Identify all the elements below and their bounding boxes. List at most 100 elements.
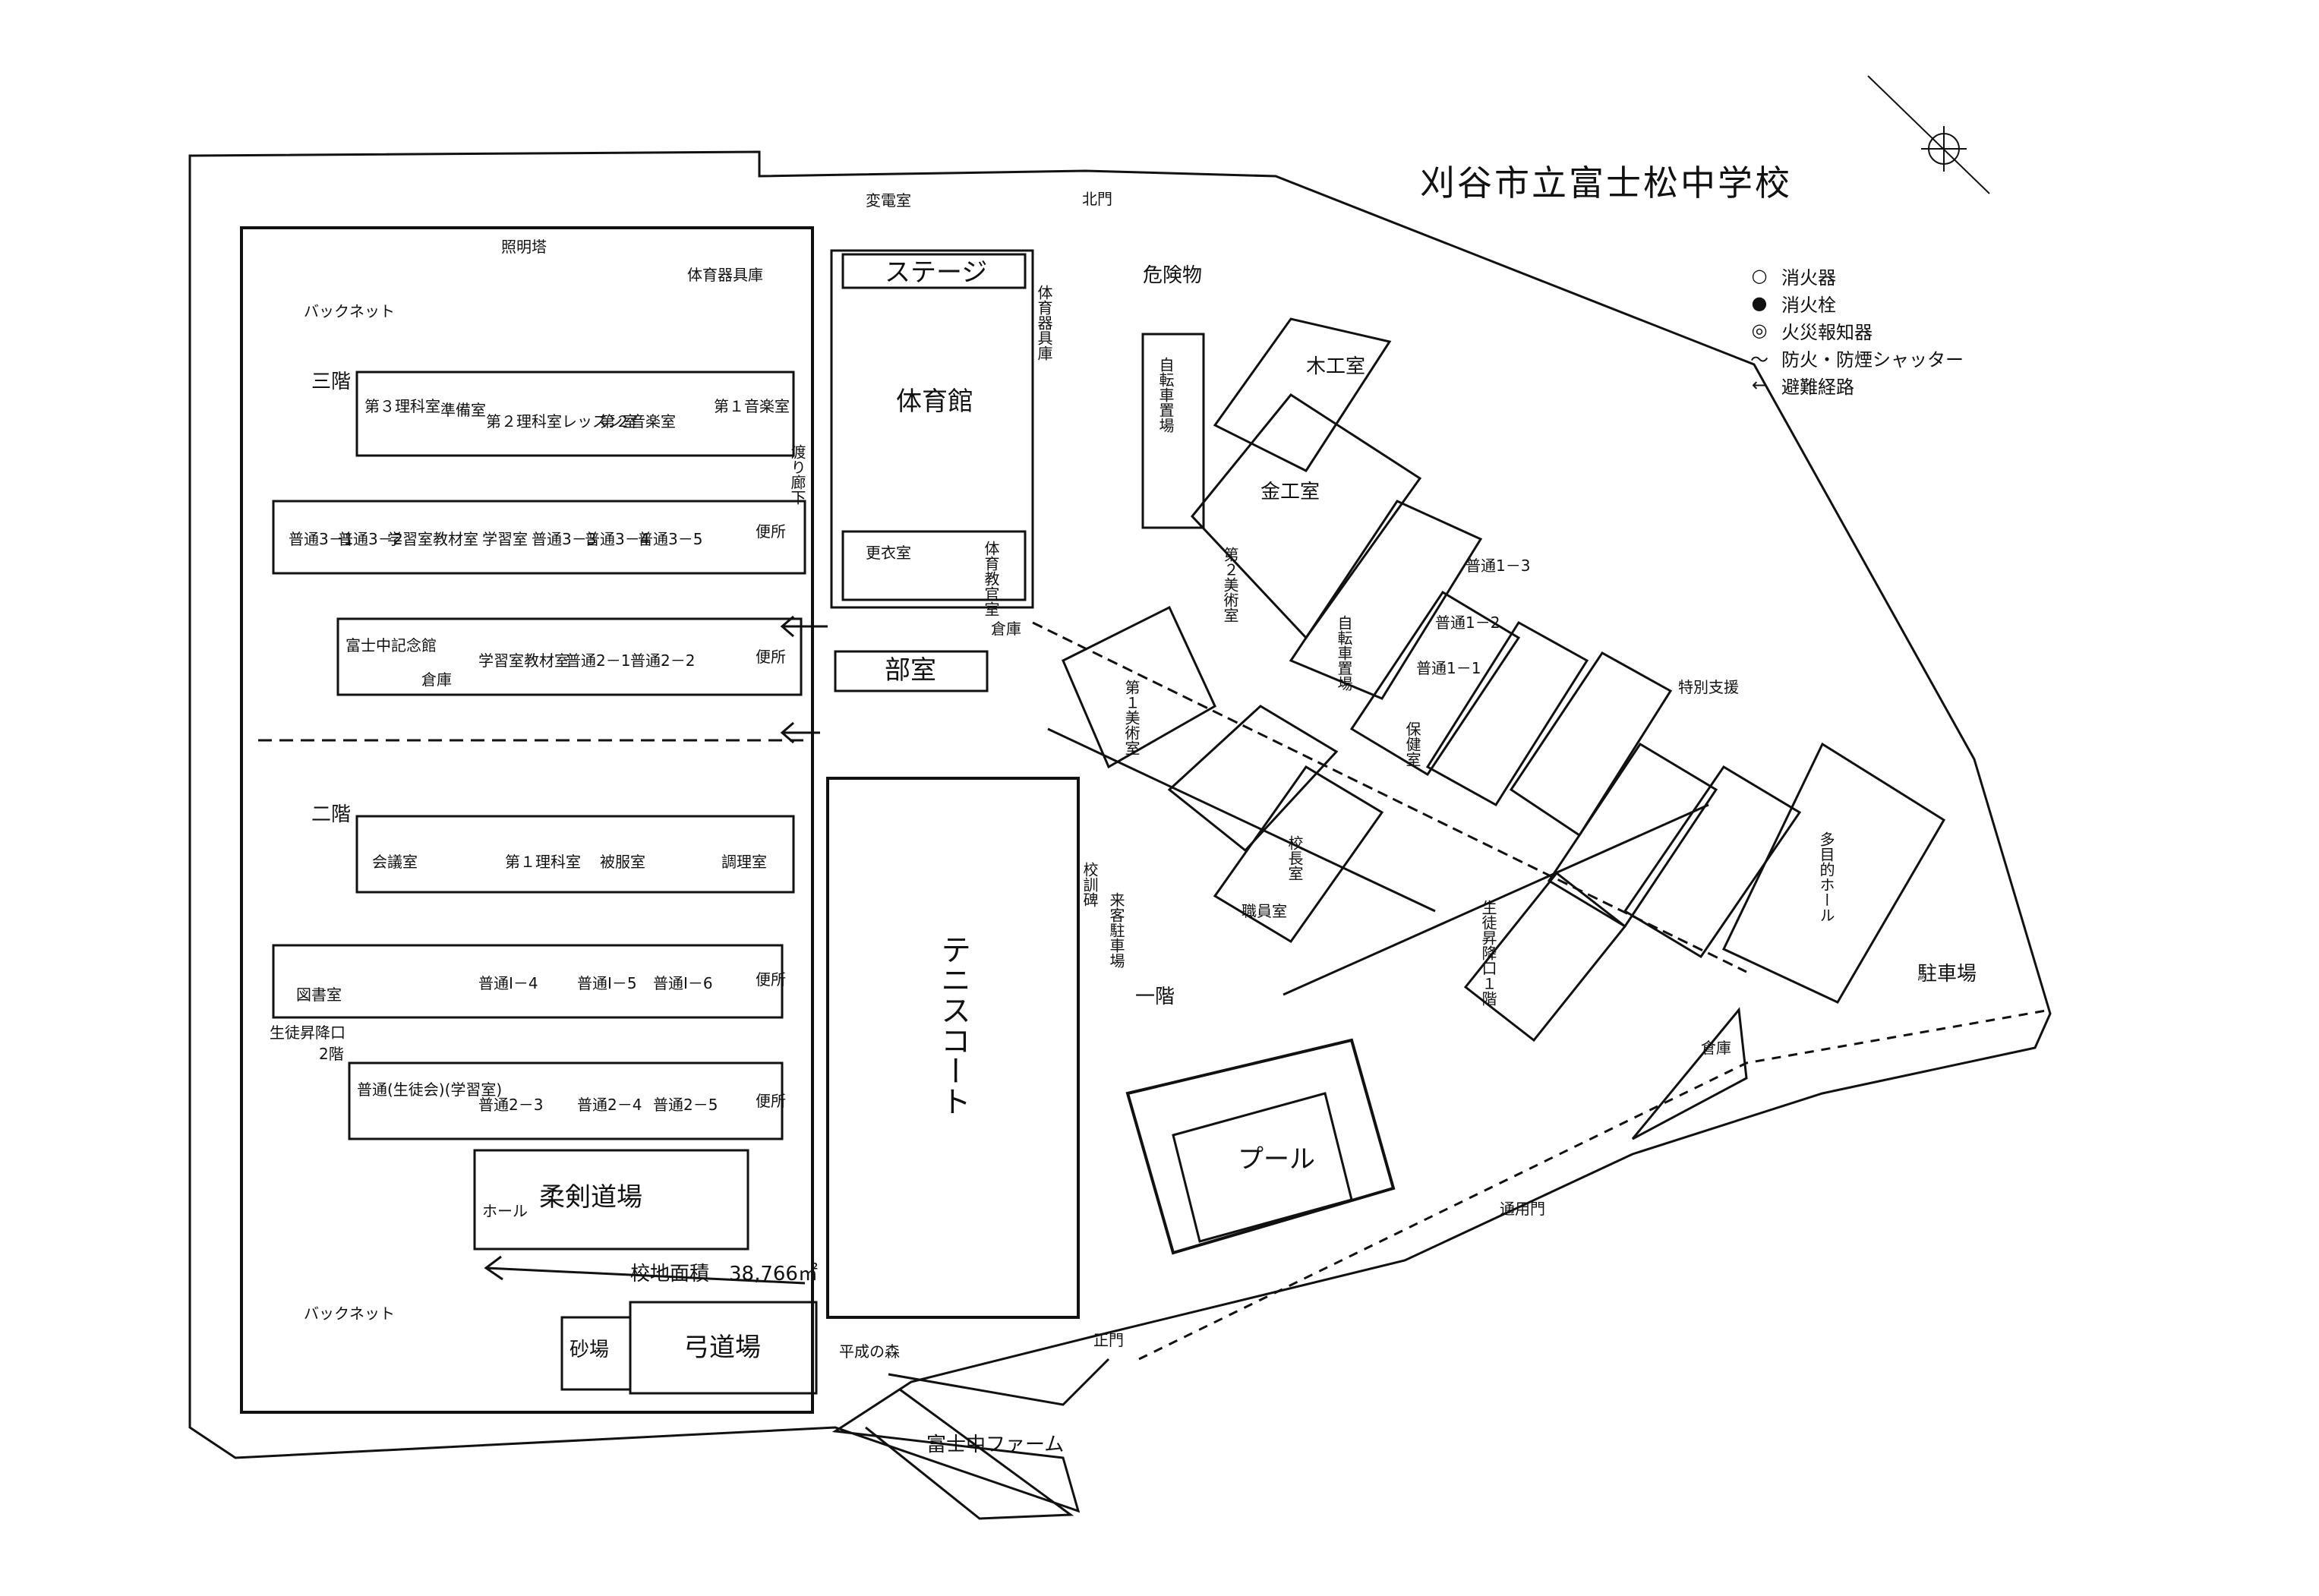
library-label: 図書室 [296,986,342,1004]
legend-label: 消火器 [1781,267,1836,289]
class-2-4-label: 普通2－4 [577,1096,642,1114]
pool-outline [1125,1038,1396,1255]
evacuation-arrow-icon: ← [1751,374,1768,396]
sand-outline [560,1316,632,1391]
woodshop-label: 木工室 [1306,355,1366,378]
school-motto-label: 校訓碑 [1081,862,1099,907]
metalshop-label: 金工室 [1260,481,1320,503]
extinguisher-icon: ○ [1751,265,1768,286]
class-3-3-label: 普通3－3 [532,530,597,548]
prep-label: 準備室 [440,401,486,419]
class-1-6-label: 普通Ⅰ－6 [653,974,713,992]
legend-item: ● 消火栓 [1746,289,1964,317]
music1-label: 第１音楽室 [714,397,790,415]
service-gate-label: 通用門 [1500,1200,1545,1218]
class-2-5-label: 普通2－5 [653,1096,718,1114]
legend: ○ 消火器 ● 消火栓 ◎ 火災報知器 ～ 防火・防煙シャッター ← 避難経路 [1746,262,1964,399]
council-room-label: 普通(生徒会)(学習室) [357,1080,503,1099]
study-room-label: 学習室 [387,530,433,548]
staff-room-label: 職員室 [1242,902,1287,920]
legend-item: ◎ 火災報知器 [1746,317,1964,344]
art1-label: 第１美術室 [1122,680,1141,755]
legend-label: 消火栓 [1781,294,1836,316]
floor2-label: 二階 [311,803,352,826]
music2-label: 第２音楽室 [600,412,676,431]
changing-room-label: 更衣室 [866,544,911,562]
west-field-outline [240,226,814,1414]
gym-label: 体育館 [896,386,973,417]
corridor-north-label: 渡り廊下 [788,444,806,505]
toilet-2f-label: 便所 [756,970,786,989]
toilet-2f-2-label: 便所 [756,1092,786,1110]
lighting-label: 照明塔 [501,238,547,256]
warehouse-label: 倉庫 [421,670,452,689]
cooking-room-label: 調理室 [721,853,767,871]
hydrant-icon: ● [1751,292,1768,314]
class-3-1-label: 普通3－1 [289,530,354,548]
legend-item: ～ 防火・防煙シャッター [1746,344,1964,371]
student-entry-1f-label: 生徒昇降口１階 [1479,900,1497,1006]
east-storage-label: 倉庫 [1701,1039,1731,1057]
gym-outline [830,249,1034,609]
gym-warehouse-label: 倉庫 [991,620,1021,638]
bicycle-north-label: 自転車置場 [1156,357,1175,433]
fujichu-memorial-label: 富士中記念館 [345,636,437,654]
site-area-label: 校地面積 38,766㎡ [630,1263,818,1285]
student-entry-2f-label: 生徒昇降口 [270,1024,345,1042]
shutter-icon: ～ [1750,349,1768,371]
class-1-4-label: 普通Ⅰ－4 [478,974,538,992]
power-room-label: 変電室 [866,191,911,210]
bicycle-east-label: 自転車置場 [1335,615,1353,691]
materials-room-label-2: 教材室 [524,651,569,670]
art2-label: 第２美術室 [1221,547,1239,623]
floor-2-small-label: 2階 [319,1045,344,1063]
gym-teacher-label: 体育教官室 [982,541,1000,617]
clubroom-label: 部室 [885,655,936,686]
class-1-5-label: 普通Ⅰ－5 [577,974,637,992]
study-room-label-2: 学習室 [482,530,528,548]
main-gate-label: 正門 [1093,1331,1124,1349]
class-3-2-label: 普通3－2 [338,530,403,548]
toilet-3f-label: 便所 [756,522,786,541]
judo-outline [473,1149,749,1251]
legend-item: ○ 消火器 [1746,262,1964,289]
sewing-room-label: 被服室 [600,853,645,871]
science1-label: 第１理科室 [505,853,581,871]
backnet-label: バックネット [304,302,395,320]
class-2-2-label: 普通2－2 [630,651,696,670]
danger-label: 危険物 [1143,264,1203,287]
principal-room-label: 校長室 [1286,835,1304,881]
class-1-2-label: 普通1－2 [1435,613,1500,632]
multipurpose-hall-label: 多目的ホール [1817,831,1835,923]
backnet-south-label: バックネット [304,1304,395,1323]
fire-alarm-icon: ◎ [1751,320,1768,341]
class-2-3-label: 普通2－3 [478,1096,544,1114]
toilet-3f-2-label: 便所 [756,648,786,666]
floor3-label: 三階 [311,371,352,393]
visitor-parking-label: 来客駐車場 [1107,892,1125,968]
study-room-label-3: 学習室 [478,651,524,670]
class-1-3-label: 普通1－3 [1466,557,1531,575]
legend-label: 火災報知器 [1781,321,1873,343]
science3-label: 第３理科室 [364,397,440,415]
judo-hall-label: 柔剣道場 [539,1182,642,1213]
class-1-1-label: 普通1－1 [1416,659,1481,677]
forest-label: 平成の森 [839,1342,900,1361]
legend-item: ← 避難経路 [1746,371,1964,399]
lesson-label: レッスン室 [562,412,638,431]
kyudo-label: 弓道場 [683,1333,761,1363]
legend-label: 避難経路 [1781,376,1854,398]
nurse-room-label: 保健室 [1403,721,1421,767]
gym-store-west-label: 体育器具庫 [687,266,763,284]
north-gate-label: 北門 [1082,190,1112,208]
legend-label: 防火・防煙シャッター [1781,349,1964,371]
class-3-4-label: 普通3－4 [585,530,650,548]
clubroom-outline [834,650,989,692]
science2-label: 第２理科室 [486,412,562,431]
class-3-5-label: 普通3－5 [638,530,703,548]
meeting-room-label: 会議室 [372,853,418,871]
stage-label: ステージ [885,257,988,288]
special-class-label: 特別支援 [1678,678,1739,696]
tennis-outline [826,777,1080,1319]
